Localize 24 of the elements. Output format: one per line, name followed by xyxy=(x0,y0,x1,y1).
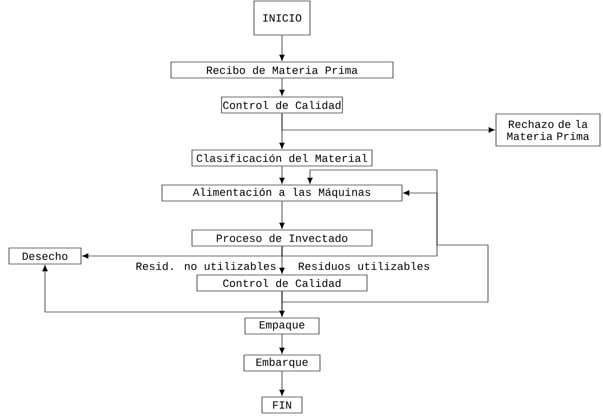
arrow xyxy=(279,113,285,149)
process-box: Control de Calidad xyxy=(196,274,368,292)
arrow xyxy=(279,78,285,96)
arrow xyxy=(42,265,282,312)
arrow xyxy=(282,170,438,256)
process-box: Desecho xyxy=(8,248,82,264)
process-box: Rechazo de la Materia Prima xyxy=(496,114,600,146)
arrow xyxy=(279,371,285,396)
process-box: Recibo de Materia Prima xyxy=(170,62,394,78)
arrow xyxy=(279,166,285,184)
process-box: Proceso de Invectado xyxy=(192,230,372,246)
process-box: Empaque xyxy=(244,318,320,334)
process-box: Embarque xyxy=(244,354,320,372)
arrow xyxy=(279,35,285,61)
process-box: Alimentación a las Máquinas xyxy=(162,184,402,202)
edge-label: Residuos utilizables xyxy=(298,261,430,271)
arrow xyxy=(279,334,285,354)
arrow xyxy=(279,201,285,229)
process-box: FIN xyxy=(262,396,302,414)
edge-label: Resid. no utilizables xyxy=(135,261,277,271)
process-box: INICIO xyxy=(254,0,310,36)
process-box: Clasificación del Material xyxy=(192,150,372,166)
arrow xyxy=(282,190,488,302)
process-box: Control de Calidad xyxy=(221,96,343,114)
